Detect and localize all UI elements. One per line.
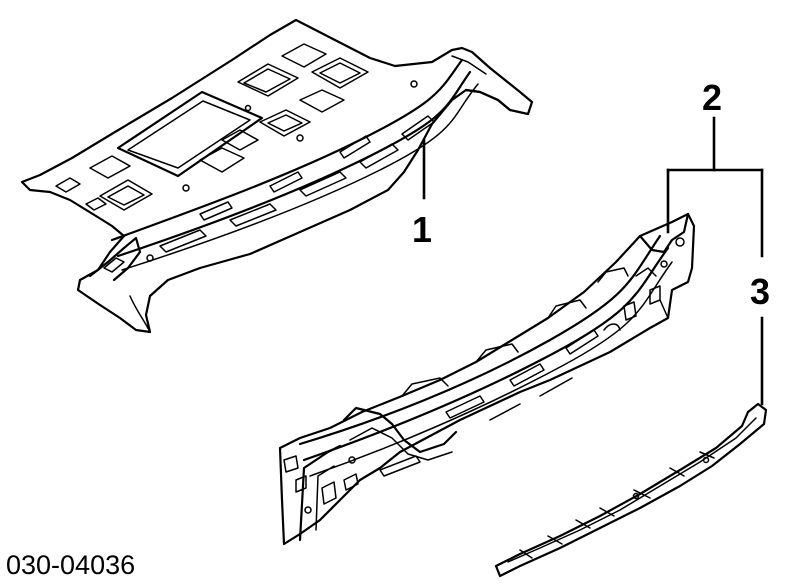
- part-1-rear-package-tray: [20, 18, 534, 334]
- callout-1: 1: [412, 209, 432, 250]
- part-3-reinforcement-bar: [494, 402, 768, 578]
- diagram-part-number: 030-04036: [6, 550, 135, 580]
- callout-3: 3: [750, 271, 770, 312]
- leader-lines: [422, 116, 764, 406]
- callout-2: 2: [702, 77, 722, 118]
- part-2-rear-panel: [278, 212, 696, 546]
